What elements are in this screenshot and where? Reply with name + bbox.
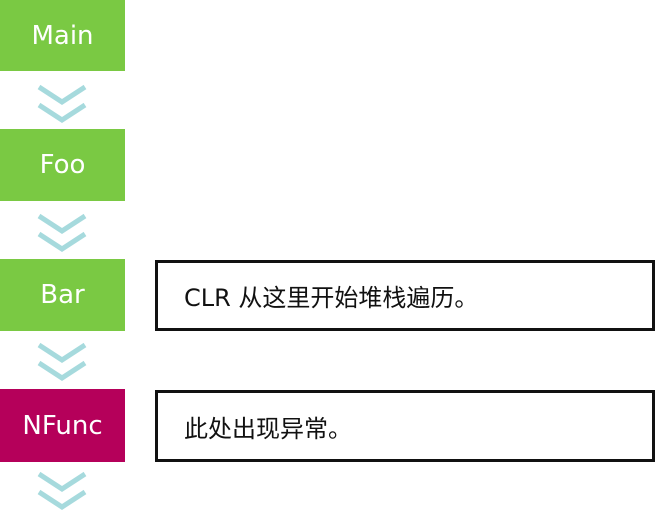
node-label: Foo (39, 150, 86, 180)
node-label: Bar (40, 280, 85, 310)
node-nfunc: NFunc (0, 389, 125, 462)
node-label: Main (31, 20, 94, 51)
node-foo: Foo (0, 129, 125, 201)
note-exception-location: 此处出现异常。 (155, 390, 655, 462)
double-chevron-down-icon (37, 213, 87, 252)
note-stack-walk-start: CLR 从这里开始堆栈遍历。 (155, 260, 655, 331)
node-bar: Bar (0, 259, 125, 331)
double-chevron-down-icon (37, 342, 87, 381)
node-label: NFunc (22, 410, 103, 441)
node-main: Main (0, 0, 125, 71)
double-chevron-down-icon (37, 471, 87, 510)
double-chevron-down-icon (37, 84, 87, 123)
note-text: CLR 从这里开始堆栈遍历。 (184, 284, 479, 312)
note-text: 此处出现异常。 (184, 414, 352, 443)
